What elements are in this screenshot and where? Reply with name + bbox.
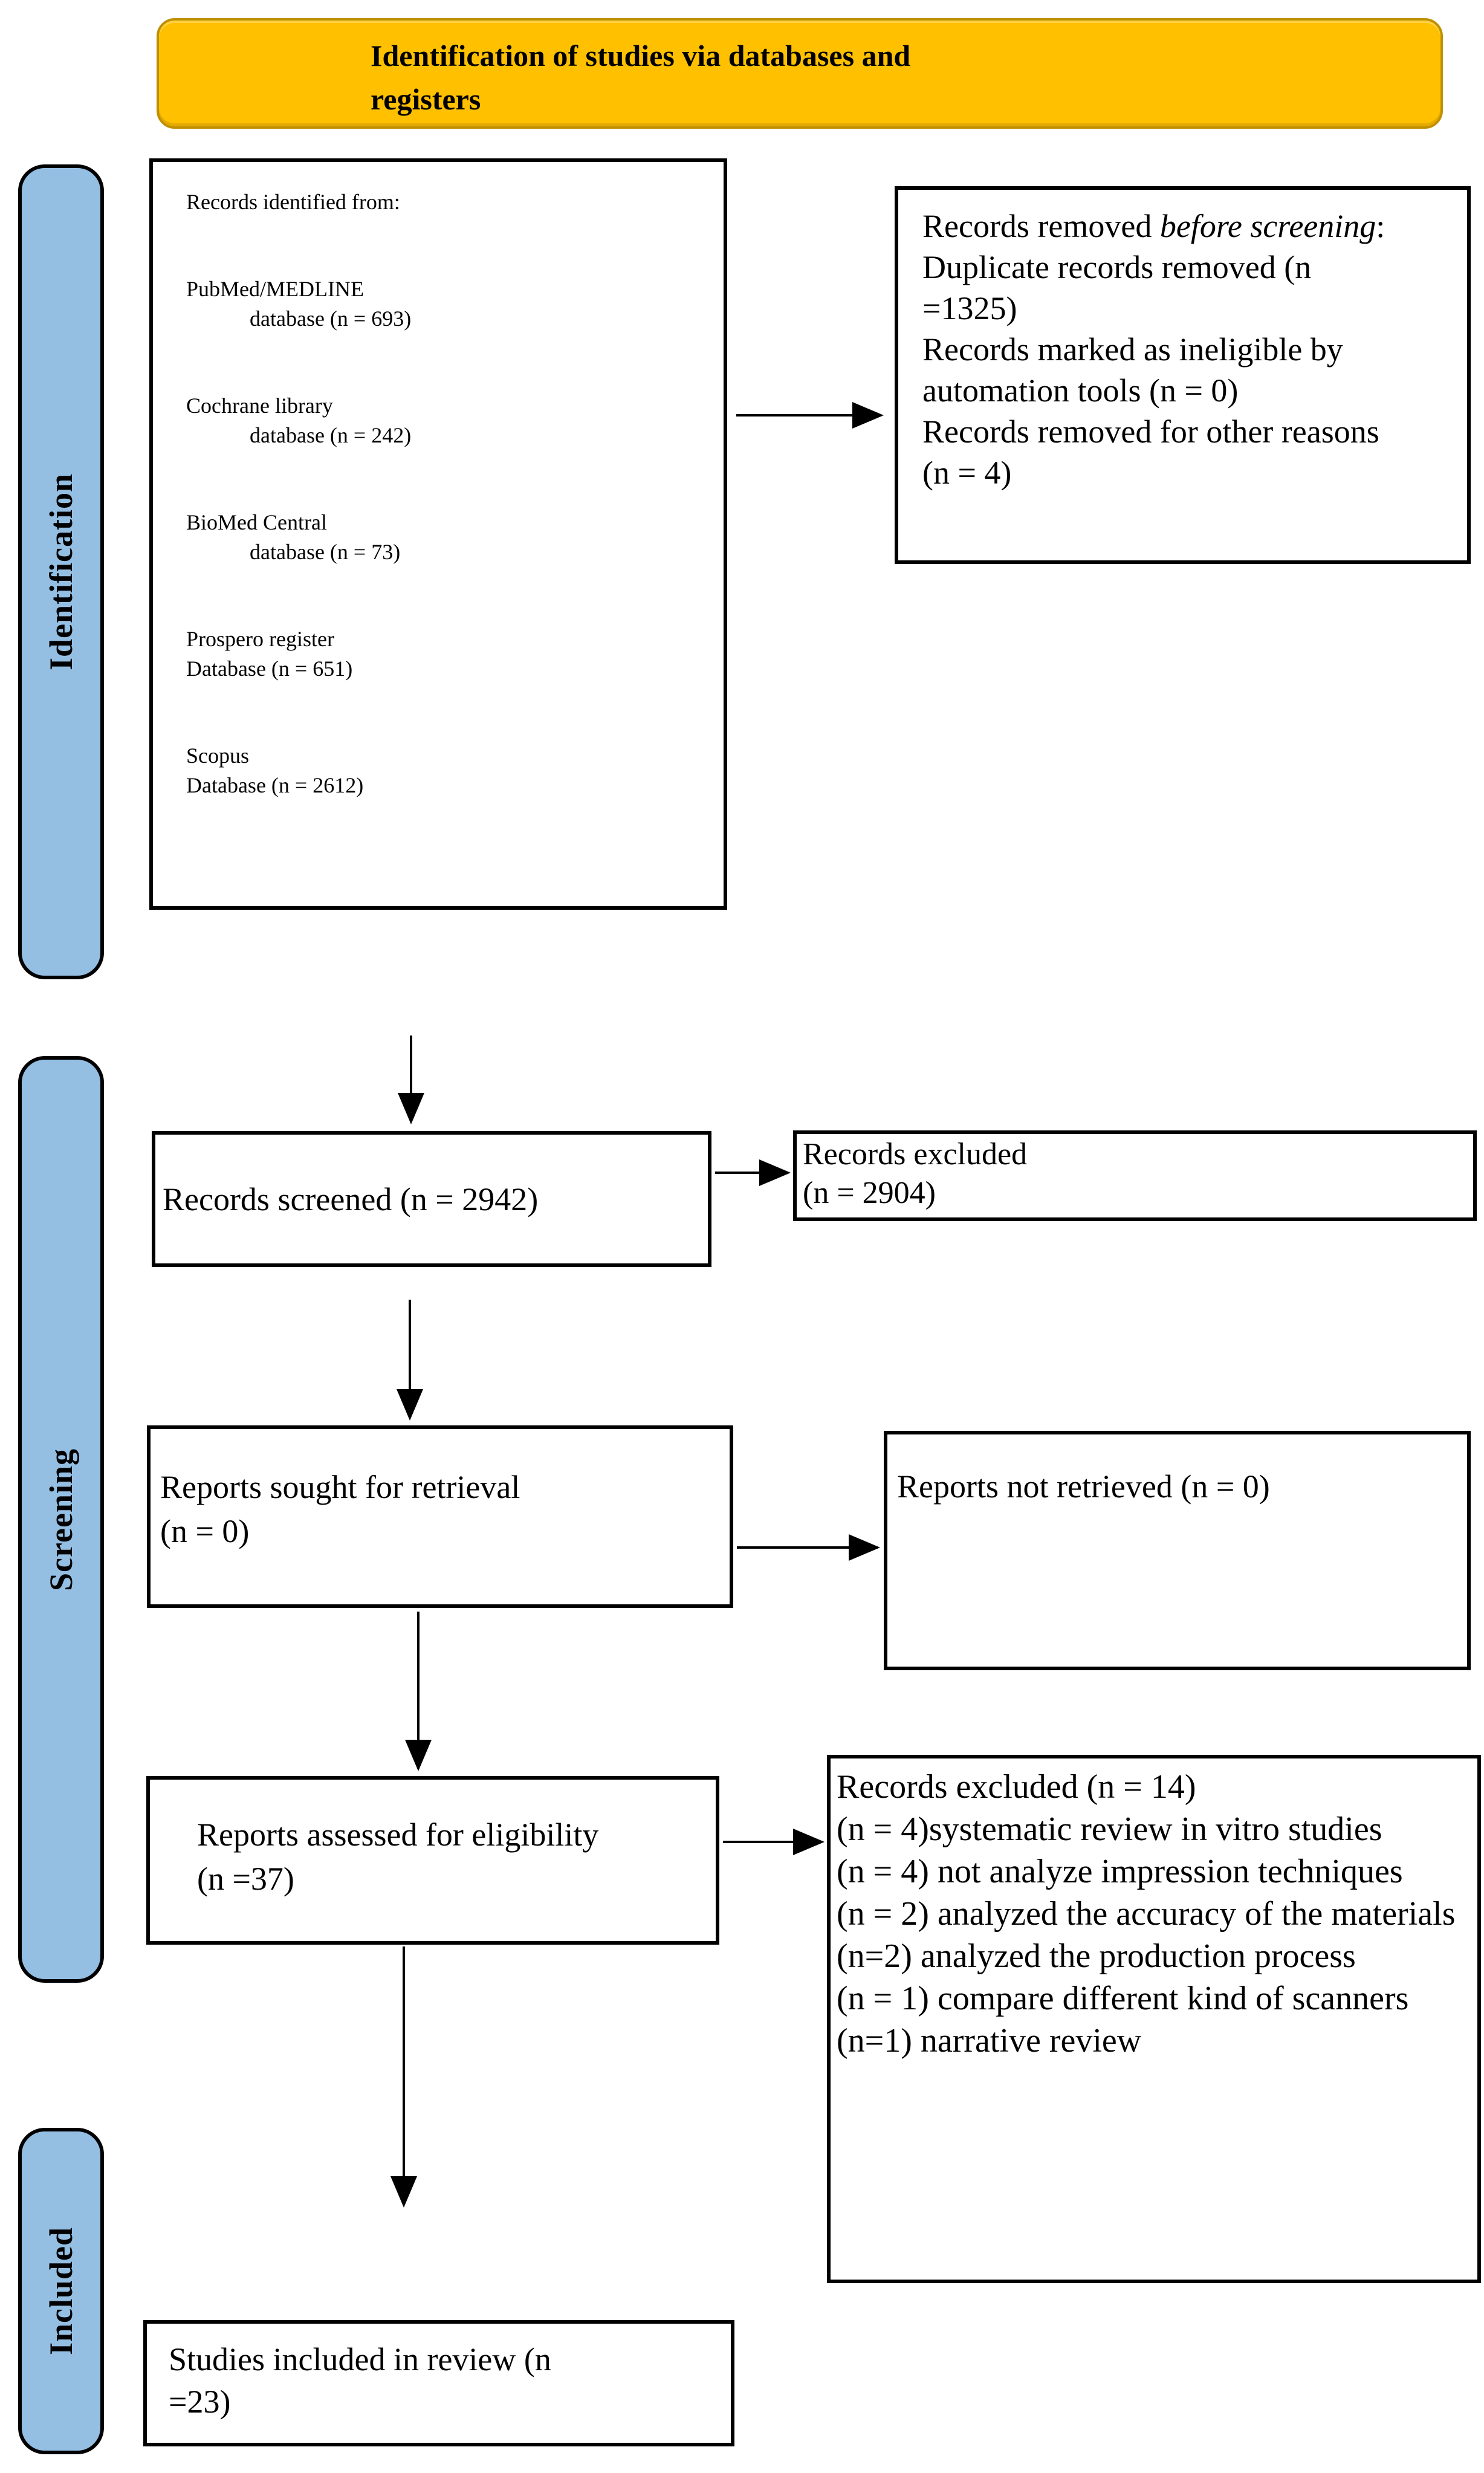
source-count: database (n = 693): [250, 306, 412, 331]
stage-label-text: Identification: [43, 473, 80, 671]
removed-item-duplicates: Duplicate records removed (n =1325): [922, 249, 1312, 326]
stage-label-identification: Identification: [18, 164, 104, 979]
reports-not-retrieved-box: Reports not retrieved (n = 0): [884, 1431, 1471, 1670]
source-pubmed: PubMed/MEDLINE database (n = 693): [186, 274, 705, 334]
reports-sought-line1: Reports sought for retrieval: [160, 1469, 520, 1505]
heading-italic: before screening: [1159, 208, 1376, 244]
stage-label-text: Screening: [43, 1448, 79, 1591]
exclusion-reason: (n = 1) compare different kind of scanne…: [837, 1980, 1409, 2017]
source-name: Cochrane library: [186, 394, 333, 418]
source-count: Database (n = 2612): [186, 773, 364, 797]
studies-included-line2: =23): [169, 2384, 231, 2420]
studies-included-line1: Studies included in review (n: [169, 2341, 551, 2377]
records-identified-box: Records identified from: PubMed/MEDLINE …: [149, 158, 727, 910]
records-excluded-box: Records excluded (n = 2904): [793, 1130, 1477, 1221]
studies-included-box: Studies included in review (n =23): [143, 2320, 734, 2446]
exclusion-reason: (n = 4) not analyze impression technique…: [837, 1853, 1403, 1890]
exclusion-reason: (n = 2) analyzed the accuracy of the mat…: [837, 1895, 1456, 1933]
reports-sought-box: Reports sought for retrieval (n = 0): [147, 1425, 733, 1608]
source-prospero: Prospero register Database (n = 651): [186, 624, 705, 684]
exclusion-reason: (n=2) analyzed the production process: [837, 1937, 1356, 1975]
records-excluded-line1: Records excluded: [803, 1137, 1028, 1172]
source-name: BioMed Central: [186, 510, 327, 534]
source-count: Database (n = 651): [186, 656, 353, 681]
records-removed-box: Records removed before screening: Duplic…: [895, 186, 1471, 564]
reports-assessed-box: Reports assessed for eligibility (n =37): [146, 1776, 719, 1945]
source-name: PubMed/MEDLINE: [186, 277, 364, 301]
source-cochrane: Cochrane library database (n = 242): [186, 391, 705, 450]
source-biomed: BioMed Central database (n = 73): [186, 508, 705, 567]
exclusion-reason: (n=1) narrative review: [837, 2022, 1142, 2060]
header-title-line1: Identification of studies via databases …: [371, 39, 911, 73]
source-count: database (n = 242): [250, 423, 412, 447]
stage-label-included: Included: [18, 2128, 104, 2454]
records-removed-heading: Records removed before screening:: [922, 206, 1397, 247]
source-scopus: Scopus Database (n = 2612): [186, 741, 705, 800]
source-count: database (n = 73): [250, 540, 401, 564]
exclusion-reason: (n = 4)systematic review in vitro studie…: [837, 1810, 1382, 1848]
records-excluded-reasons-box: Records excluded (n = 14) (n = 4)systema…: [827, 1755, 1481, 2283]
removed-item-automation: Records marked as ineligible by automati…: [922, 331, 1343, 409]
stage-label-screening: Screening: [18, 1056, 104, 1983]
records-identified-title: Records identified from:: [186, 190, 400, 214]
records-screened-box: Records screened (n = 2942): [152, 1131, 711, 1267]
removed-item-other: Records removed for other reasons (n = 4…: [922, 413, 1379, 491]
reports-sought-line2: (n = 0): [160, 1513, 250, 1549]
reports-assessed-line2: (n =37): [197, 1861, 294, 1897]
stage-label-text: Included: [43, 2226, 79, 2356]
reports-assessed-line1: Reports assessed for eligibility: [197, 1817, 599, 1853]
header-banner: Identification of studies via databases …: [157, 18, 1443, 129]
reports-not-retrieved-label: Reports not retrieved (n = 0): [897, 1468, 1270, 1505]
source-name: Scopus: [186, 744, 250, 768]
records-screened-label: Records screened (n = 2942): [163, 1181, 539, 1217]
records-excluded-line2: (n = 2904): [803, 1176, 936, 1210]
header-title-line2: registers: [371, 82, 481, 116]
exclusion-title: Records excluded (n = 14): [837, 1768, 1196, 1806]
heading-suffix: :: [1376, 208, 1385, 244]
source-name: Prospero register: [186, 627, 334, 651]
heading-prefix: Records removed: [922, 208, 1160, 244]
